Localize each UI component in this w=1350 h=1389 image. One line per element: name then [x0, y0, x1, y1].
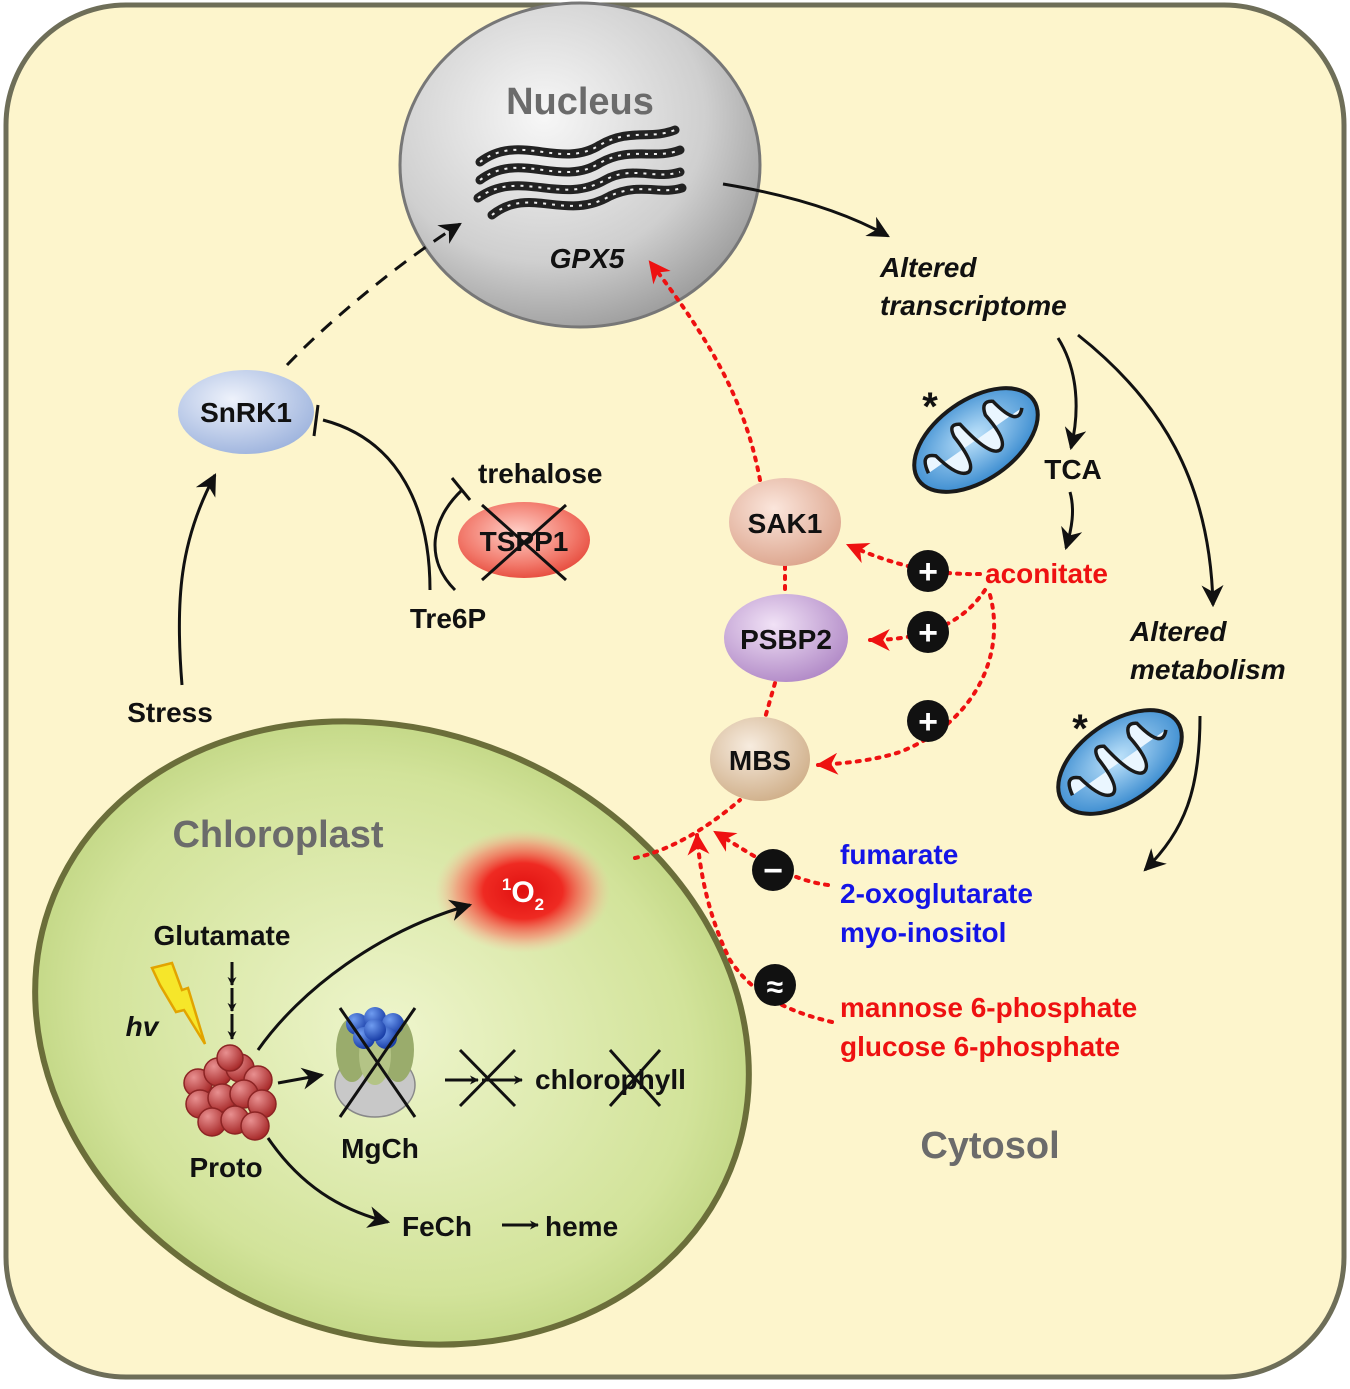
metabolism-line2: metabolism	[1130, 654, 1286, 685]
mitochondrion-icon	[1056, 708, 1184, 816]
nucleus-to-transcriptome-arrow	[722, 182, 890, 238]
psbp2-mbs-link	[763, 681, 777, 720]
plus-badge-psbp2	[907, 611, 949, 653]
aconitate-to-mbs-arrow	[815, 593, 997, 775]
approx-badge-sign: ≈	[767, 971, 783, 1004]
negative-metabolite-1: fumarate	[840, 839, 958, 870]
proto-cluster-icon	[183, 1044, 277, 1141]
tca-to-aconitate-arrow	[1061, 491, 1083, 551]
psbp2-node	[724, 594, 848, 682]
aconitate-to-psbp2-arrow	[867, 588, 987, 651]
knockout-cross-icon	[481, 503, 567, 582]
mbs-node	[710, 717, 810, 801]
glutamate-label: Glutamate	[154, 920, 291, 951]
mbs-label: MBS	[729, 745, 791, 776]
metabolism-line1: Altered	[1129, 616, 1227, 647]
chlorophyll-knockout-cross-icon	[608, 1049, 662, 1107]
stress-label: Stress	[127, 697, 213, 728]
sak1-node	[729, 478, 841, 566]
neutral-metabolites-arrow	[687, 832, 834, 1024]
tre6p-inhibits-snrk1	[322, 418, 432, 591]
heme-label: heme	[545, 1211, 618, 1242]
mitochondrion-icon	[912, 386, 1040, 494]
mgch-label: MgCh	[341, 1133, 419, 1164]
singlet-oxygen-label: 1O2	[502, 875, 544, 914]
singlet-oxygen-glow	[435, 829, 611, 953]
transcriptome-to-tca-arrow	[1056, 337, 1087, 451]
nucleus-label: Nucleus	[506, 81, 654, 123]
proto-to-mgch-arrow	[277, 1067, 325, 1090]
aconitate-label: aconitate	[985, 558, 1108, 589]
neutral-metabolite-1: mannose 6-phosphate	[840, 992, 1137, 1023]
snrk1-to-nucleus-dashed-arrow	[285, 222, 462, 367]
snrk1-node	[178, 370, 314, 454]
inhibition-bar	[312, 404, 320, 437]
tspp1-node	[458, 502, 590, 578]
plus-badge-mbs-sign: +	[918, 703, 938, 741]
light-bolt-icon	[150, 961, 207, 1045]
mitochondrion-asterisk-1: *	[922, 385, 938, 429]
mitochondrion-asterisk-2: *	[1072, 707, 1088, 751]
negative-metabolite-3: myo-inositol	[840, 917, 1006, 948]
minus-badge-sign: −	[763, 852, 783, 890]
chloroplast-label: Chloroplast	[172, 814, 383, 856]
tca-label: TCA	[1044, 454, 1102, 485]
sak1-label: SAK1	[748, 508, 823, 539]
transcriptome-line1: Altered	[879, 252, 977, 283]
gpx5-gene: GPX5	[550, 243, 625, 274]
approx-badge	[754, 964, 796, 1006]
mgch-knockout-cross-icon	[338, 1007, 417, 1118]
tspp1-converts-tre6p	[433, 488, 464, 592]
transcriptome-to-metabolism-arrow	[1077, 333, 1224, 608]
singlet-oxygen-to-mbs-path	[633, 798, 742, 860]
inhibition-bar-trehalose	[450, 477, 472, 501]
light-label: hv	[126, 1011, 160, 1042]
snrk1-label: SnRK1	[200, 397, 292, 428]
fech-label: FeCh	[402, 1211, 472, 1242]
proto-to-singlet-oxygen-arrow	[256, 899, 473, 1051]
trehalose-label: trehalose	[478, 458, 603, 489]
plus-badge-sak1	[907, 550, 949, 592]
stress-to-snrk1-arrow	[177, 473, 217, 686]
proto-label: Proto	[189, 1152, 262, 1183]
plus-badge-psbp2-sign: +	[918, 614, 938, 652]
transcriptome-line2: transcriptome	[880, 290, 1067, 321]
cytosol-label: Cytosol	[920, 1125, 1059, 1167]
negative-metabolite-2: 2-oxoglutarate	[840, 878, 1033, 909]
metabolism-to-metabolites-arrow	[1143, 715, 1202, 872]
chromatin-stripes	[477, 129, 683, 216]
plus-badge-sak1-sign: +	[918, 553, 938, 591]
plus-badge-mbs	[907, 700, 949, 742]
nucleus	[398, 1, 762, 329]
negative-metabolites-arrow	[713, 830, 830, 887]
proto-to-fech-arrow	[266, 1137, 391, 1228]
neutral-metabolite-2: glucose 6-phosphate	[840, 1031, 1120, 1062]
minus-badge	[752, 849, 794, 891]
mgch-to-chlorophyll-arrows	[445, 1048, 523, 1108]
psbp2-label: PSBP2	[740, 624, 832, 655]
tre6p-label: Tre6P	[410, 603, 486, 634]
sak1-to-gpx5-arrow	[648, 260, 762, 482]
chlorophyll-label: chlorophyll	[535, 1064, 686, 1095]
